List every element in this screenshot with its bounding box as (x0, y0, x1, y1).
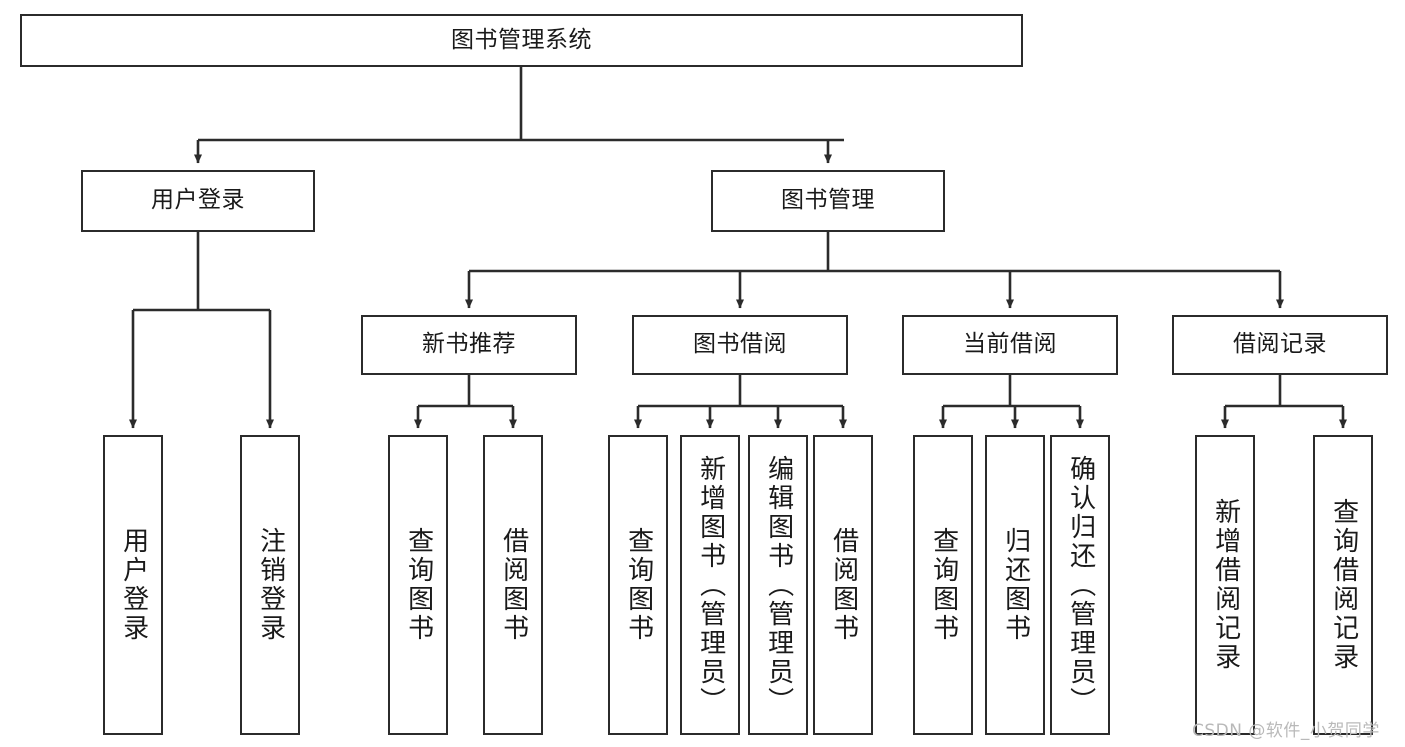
edge-group-book-manage (465, 232, 1284, 309)
edge-group-borrow-record (1221, 375, 1347, 429)
leaf-confirm-return-admin[interactable]: 确认归还（管理员） (1050, 435, 1110, 735)
leaf-edit-book-admin[interactable]: 编辑图书（管理员） (748, 435, 808, 735)
edge-group-user-login (129, 232, 274, 429)
node-current-borrow[interactable]: 当前借阅 (902, 315, 1118, 375)
edge-group-book-borrow (634, 375, 847, 429)
leaf-query-borrow-record[interactable]: 查询借阅记录 (1313, 435, 1373, 735)
leaf-borrow-book-recommend[interactable]: 借阅图书 (483, 435, 543, 735)
edge-group-current-borrow (939, 375, 1084, 429)
leaf-return-book[interactable]: 归还图书 (985, 435, 1045, 735)
node-book-borrow[interactable]: 图书借阅 (632, 315, 848, 375)
leaf-borrow-book[interactable]: 借阅图书 (813, 435, 873, 735)
leaf-add-borrow-record[interactable]: 新增借阅记录 (1195, 435, 1255, 735)
leaf-query-book-borrow[interactable]: 查询图书 (608, 435, 668, 735)
node-borrow-record[interactable]: 借阅记录 (1172, 315, 1388, 375)
leaf-logout[interactable]: 注销登录 (240, 435, 300, 735)
leaf-query-book-recommend[interactable]: 查询图书 (388, 435, 448, 735)
edge-group-new-book-rec (414, 375, 517, 429)
node-root[interactable]: 图书管理系统 (20, 14, 1023, 67)
edge-group-root (194, 67, 844, 164)
leaf-user-login[interactable]: 用户登录 (103, 435, 163, 735)
node-book-manage[interactable]: 图书管理 (711, 170, 945, 232)
leaf-add-book-admin[interactable]: 新增图书（管理员） (680, 435, 740, 735)
node-new-book-recommend[interactable]: 新书推荐 (361, 315, 577, 375)
csdn-watermark: CSDN @软件_小贺同学 (1192, 721, 1380, 741)
leaf-query-book-current[interactable]: 查询图书 (913, 435, 973, 735)
node-user-login[interactable]: 用户登录 (81, 170, 315, 232)
